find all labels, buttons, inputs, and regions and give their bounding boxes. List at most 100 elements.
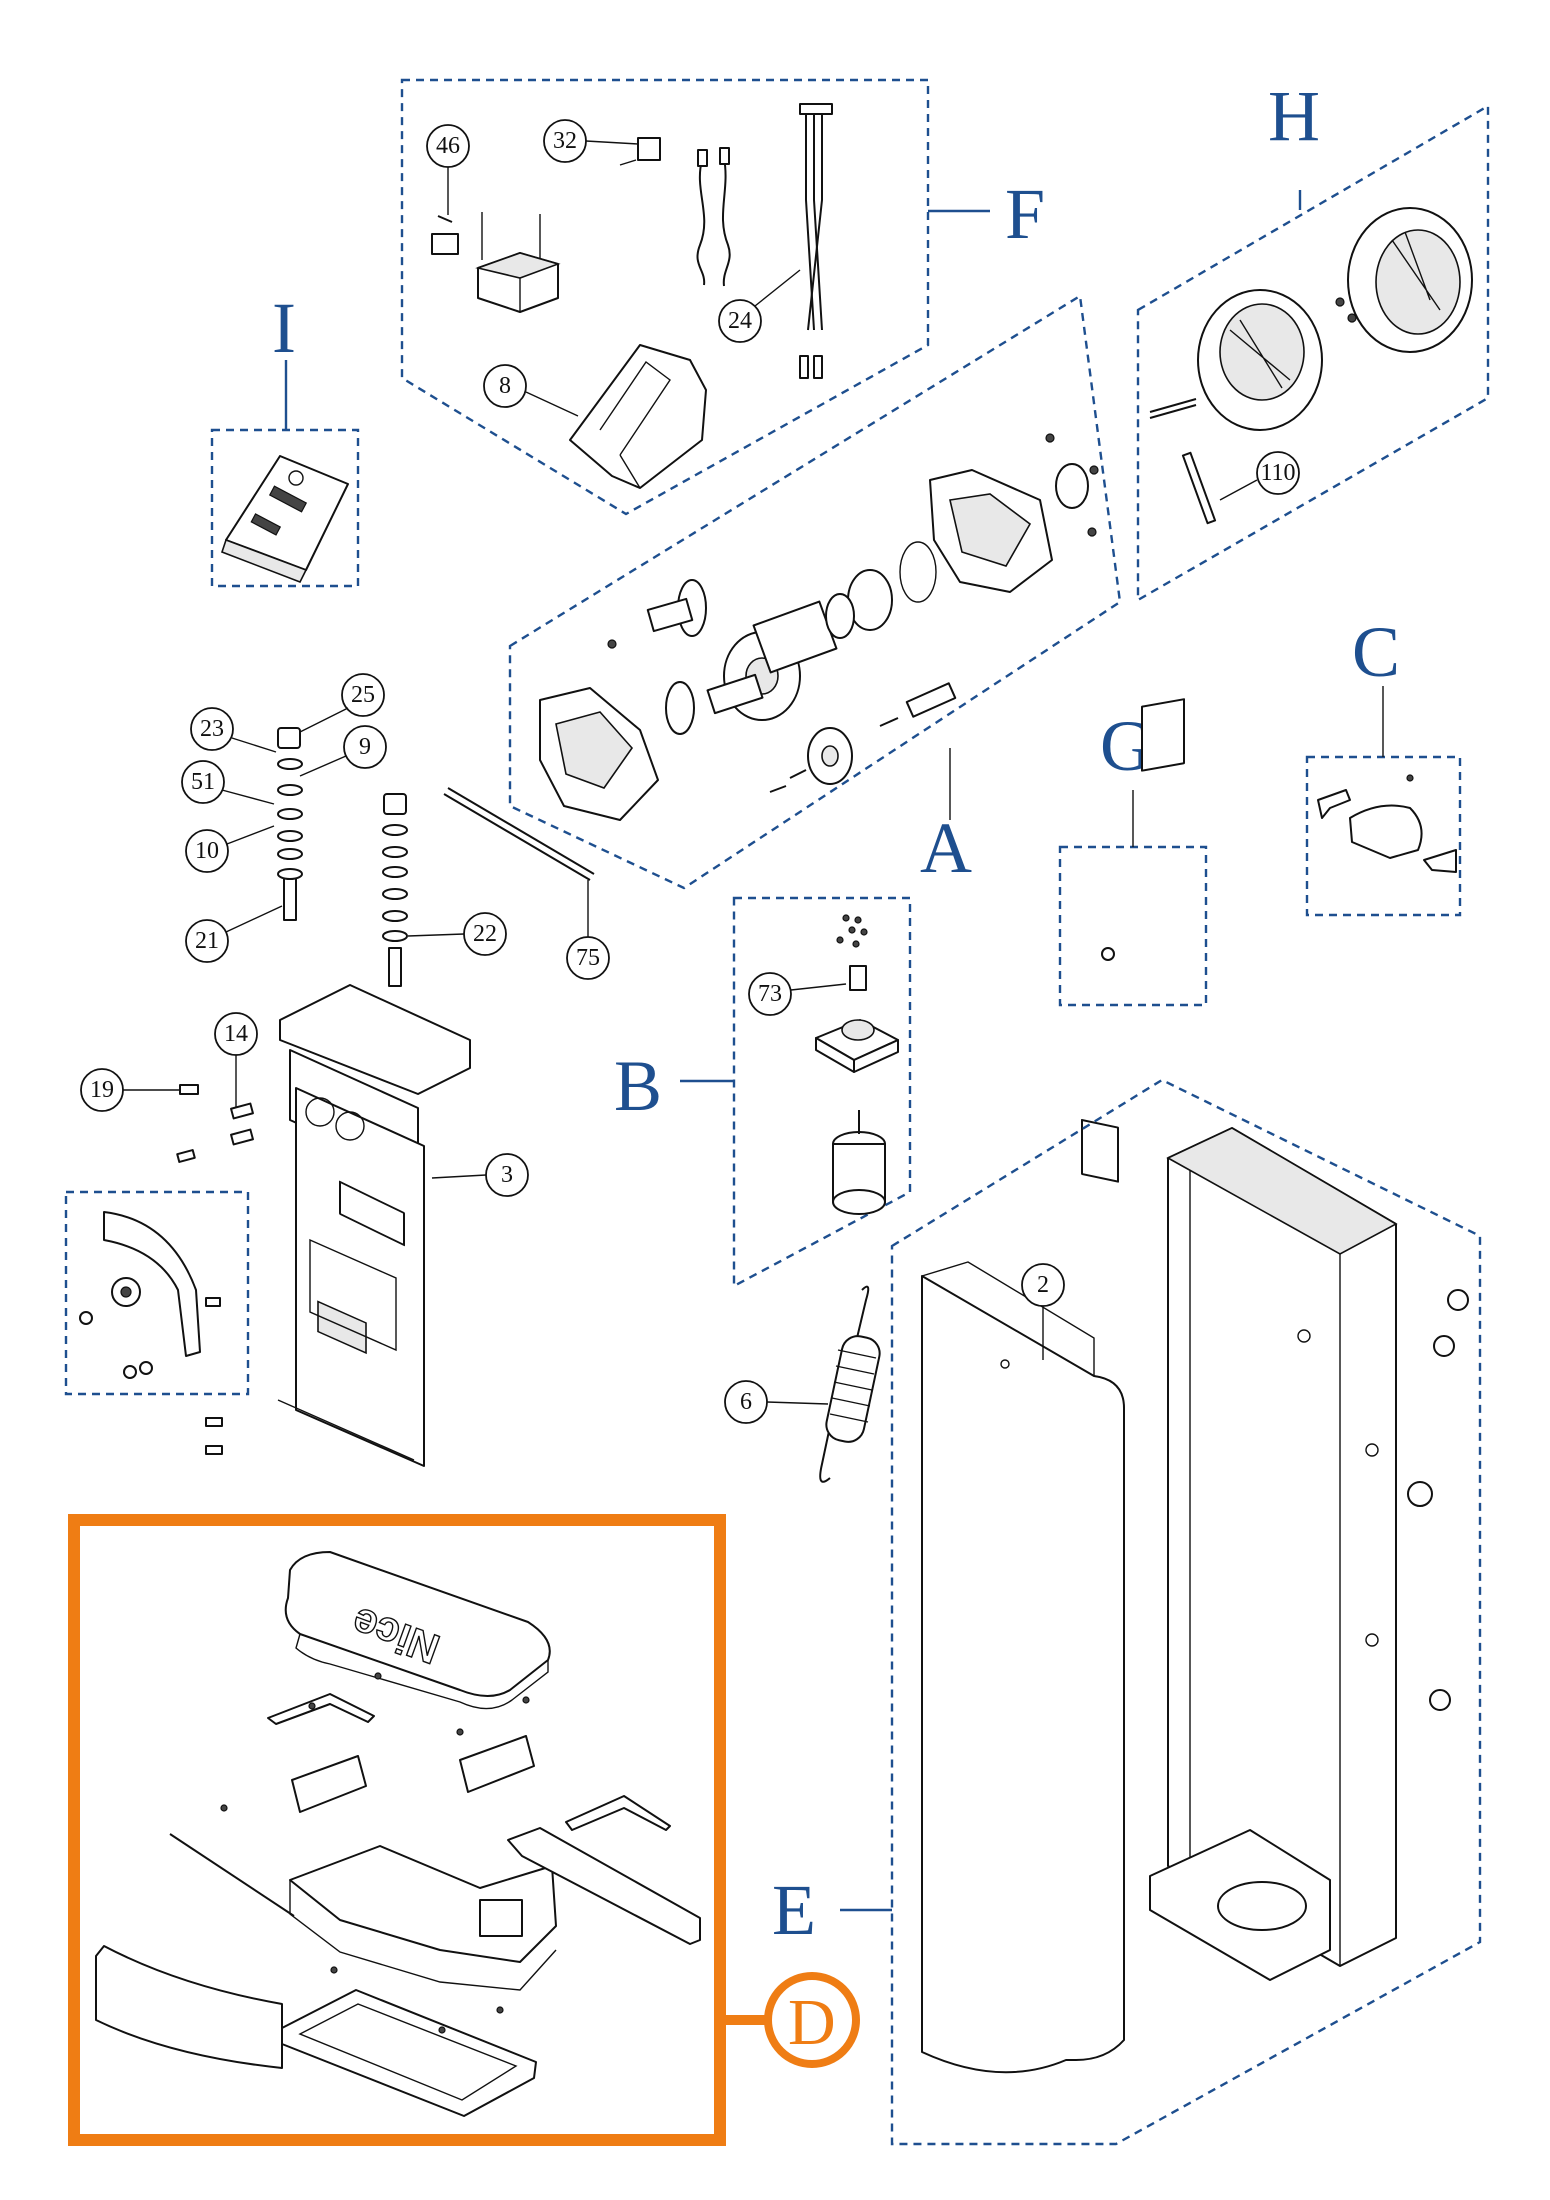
group-d-badge[interactable] [764, 1972, 860, 2068]
callout-14-text: 14 [224, 1021, 248, 1047]
group-a-frame [508, 294, 1122, 890]
group-i: I [210, 288, 360, 588]
callout-6-text: 6 [740, 1389, 752, 1415]
base-gasket-part [281, 1989, 537, 2117]
callout-2-text: 2 [1037, 1272, 1049, 1298]
seal-part [1055, 463, 1089, 509]
shaft-part-110 [1181, 451, 1217, 525]
bearing-part [665, 681, 695, 735]
rod-part [443, 793, 591, 881]
callout-10-text: 10 [195, 838, 219, 864]
callout-22-text: 22 [473, 921, 497, 947]
diffuser-strip-part [507, 1827, 701, 1945]
spring-coupler-part [849, 965, 867, 991]
group-a: A [508, 294, 1122, 890]
hardware-stack: 25 23 9 51 10 21 22 [181, 673, 610, 987]
callout-110 [1256, 451, 1300, 495]
group-f-frame [400, 78, 930, 516]
arm-bracket-part [103, 1211, 201, 1357]
group-h-label: H [1268, 76, 1320, 156]
group-a-label: A [920, 808, 972, 888]
callout-32-text: 32 [553, 128, 577, 154]
group-i-label: I [272, 288, 296, 368]
callout-19-text: 19 [90, 1077, 114, 1103]
housing-half-large [1347, 207, 1473, 353]
group-e-label: E [772, 1870, 816, 1950]
bolt-part [283, 873, 297, 921]
cable-tie-part [169, 1833, 295, 1917]
gearbox-housing-right [929, 469, 1053, 593]
transformer-part [475, 212, 561, 313]
grommet-part [1447, 1289, 1469, 1311]
mounting-plate: 3 [277, 984, 529, 1467]
group-d-frame[interactable] [68, 1514, 726, 2146]
group-b-label: B [614, 1046, 662, 1126]
main-gear [706, 600, 838, 721]
fuse-holder-part [431, 233, 459, 255]
group-d-label: D [788, 1986, 836, 2059]
group-h-frame [1136, 103, 1490, 603]
group-c: C [1305, 612, 1462, 917]
group-h: H 110 [1136, 76, 1490, 603]
callout-73-text: 73 [758, 981, 782, 1007]
callout-9 [343, 725, 387, 769]
worm-shaft-part [905, 682, 957, 718]
spring-part [819, 1285, 881, 1483]
o-ring-part [899, 541, 937, 603]
group-g: G [1058, 698, 1208, 1183]
lens-part [95, 1945, 283, 2069]
pinion-gear [646, 579, 707, 637]
callout-3-text: 3 [501, 1162, 513, 1188]
screws-14-19: 14 19 [80, 1012, 258, 1455]
wire-harness-long [799, 103, 833, 379]
callout-21-text: 21 [195, 928, 219, 954]
group-f: F [400, 78, 1045, 516]
callout-23-text: 23 [200, 716, 224, 742]
callout-25-text: 25 [351, 682, 375, 708]
release-handle-part [1349, 804, 1423, 859]
callout-21 [185, 919, 229, 963]
callout-51-text: 51 [191, 769, 215, 795]
control-board-part [220, 455, 349, 584]
callout-8 [483, 364, 527, 408]
nut-part [277, 727, 301, 749]
callout-10 [185, 829, 229, 873]
bracket-part [291, 1755, 367, 1813]
pin-part [1149, 404, 1197, 419]
top-lid-part: Nice [284, 1551, 551, 1710]
housing-half-small [1197, 289, 1323, 431]
callout-25 [341, 673, 385, 717]
callout-23 [190, 707, 234, 751]
group-e-frame [890, 1078, 1482, 2146]
wire-harness-short [696, 159, 706, 286]
group-g-frame [1058, 845, 1208, 1007]
callout-46-text: 46 [436, 133, 460, 159]
cabinet-body-part [1149, 1127, 1398, 1981]
gearbox-housing-left [539, 687, 659, 821]
callout-8-text: 8 [499, 373, 511, 399]
arm-subassembly-frame [64, 1190, 250, 1396]
callout-9-text: 9 [359, 734, 371, 760]
motor-flange-part [815, 1019, 899, 1073]
callout-73 [748, 972, 792, 1016]
arm-subassembly [64, 1190, 250, 1396]
group-c-label: C [1352, 612, 1400, 692]
callout-24 [718, 299, 762, 343]
group-e: E 2 [772, 1078, 1482, 2146]
group-b: B 73 [614, 896, 912, 1289]
motor-part [832, 1110, 886, 1215]
lamp-base-part [289, 1845, 557, 1991]
electronics-cover-part [569, 344, 707, 489]
callout-24-text: 24 [728, 308, 752, 334]
key-lock-part [1141, 698, 1185, 772]
group-d[interactable]: D Nice [68, 1514, 860, 2146]
callout-110-text: 110 [1260, 460, 1295, 486]
group-b-frame [732, 896, 912, 1289]
group-f-label: F [1005, 174, 1045, 254]
callout-51 [181, 760, 225, 804]
connector-part [637, 137, 661, 161]
small-gear [807, 727, 853, 785]
card-part [1081, 1118, 1119, 1183]
callout-75-text: 75 [576, 945, 600, 971]
